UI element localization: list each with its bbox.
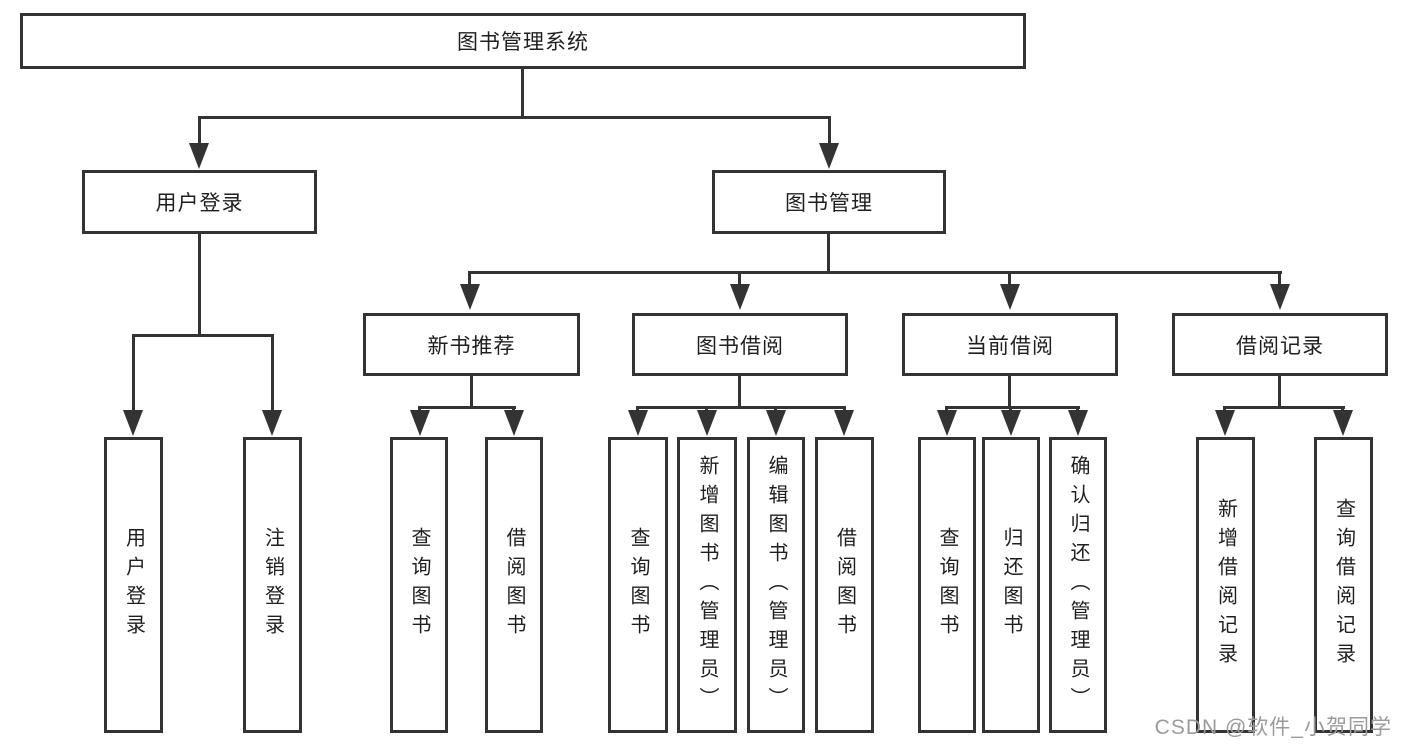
connector-line bbox=[198, 116, 831, 119]
connector-line bbox=[468, 271, 471, 289]
node-library-management-system: 图书管理系统 bbox=[20, 13, 1026, 69]
connector-line bbox=[470, 374, 473, 408]
leaf-label: 查询图书 bbox=[408, 527, 430, 643]
arrow-down-icon bbox=[1000, 284, 1020, 310]
connector-line bbox=[132, 334, 135, 414]
arrow-down-icon bbox=[937, 410, 957, 436]
leaf-label: 新增图书（管理员） bbox=[696, 454, 718, 716]
node-new-book-recommendation: 新书推荐 bbox=[363, 313, 580, 376]
connector-line bbox=[945, 406, 1080, 409]
connector-line bbox=[271, 334, 274, 414]
arrow-down-icon bbox=[504, 410, 524, 436]
arrow-down-icon bbox=[1068, 410, 1088, 436]
node-current-borrowing: 当前借阅 bbox=[902, 313, 1118, 376]
connector-line bbox=[418, 406, 516, 409]
arrow-down-icon bbox=[460, 284, 480, 310]
leaf-label: 编辑图书（管理员） bbox=[765, 454, 787, 716]
connector-line bbox=[1008, 271, 1011, 289]
leaf-label: 注销登录 bbox=[261, 527, 284, 643]
connector-line bbox=[827, 232, 830, 273]
arrow-down-icon bbox=[410, 410, 430, 436]
arrow-down-icon bbox=[730, 284, 750, 310]
arrow-down-icon bbox=[1001, 410, 1021, 436]
arrow-down-icon bbox=[834, 410, 854, 436]
connector-line bbox=[1278, 271, 1281, 289]
connector-line bbox=[198, 116, 201, 148]
leaf-confirm-return-admin: 确认归还（管理员） bbox=[1049, 437, 1107, 733]
connector-line bbox=[738, 374, 741, 408]
arrow-down-icon bbox=[628, 410, 648, 436]
leaf-add-books-admin: 新增图书（管理员） bbox=[677, 437, 737, 733]
connector-line bbox=[1223, 406, 1345, 409]
leaf-label: 用户登录 bbox=[122, 527, 145, 643]
leaf-query-books-current: 查询图书 bbox=[918, 437, 976, 733]
connector-line bbox=[1008, 374, 1011, 408]
arrow-down-icon bbox=[262, 410, 282, 436]
arrow-down-icon bbox=[766, 410, 786, 436]
leaf-label: 借阅图书 bbox=[833, 527, 856, 643]
watermark: CSDN @软件_小贺同学 bbox=[1154, 716, 1392, 739]
node-book-management: 图书管理 bbox=[712, 170, 946, 234]
connector-line bbox=[521, 69, 524, 118]
arrow-down-icon bbox=[1333, 410, 1353, 436]
leaf-label: 查询图书 bbox=[936, 527, 958, 643]
connector-line bbox=[738, 271, 741, 289]
leaf-label: 归还图书 bbox=[1000, 527, 1022, 643]
connector-line bbox=[468, 271, 1282, 274]
arrow-down-icon bbox=[123, 410, 143, 436]
leaf-query-books-recommend: 查询图书 bbox=[390, 437, 448, 733]
leaf-logout: 注销登录 bbox=[243, 437, 302, 733]
leaf-return-books: 归还图书 bbox=[982, 437, 1040, 733]
leaf-label: 查询图书 bbox=[627, 527, 649, 643]
leaf-borrow-books-borrowing: 借阅图书 bbox=[815, 437, 874, 733]
node-book-borrowing: 图书借阅 bbox=[632, 313, 848, 376]
leaf-query-books-borrowing: 查询图书 bbox=[608, 437, 668, 733]
arrow-down-icon bbox=[819, 143, 839, 169]
connector-line bbox=[198, 232, 201, 336]
connector-line bbox=[828, 116, 831, 148]
leaf-add-borrow-record: 新增借阅记录 bbox=[1196, 437, 1255, 733]
arrow-down-icon bbox=[697, 410, 717, 436]
connector-line bbox=[132, 334, 273, 337]
node-borrowing-records: 借阅记录 bbox=[1172, 313, 1388, 376]
leaf-query-borrow-record: 查询借阅记录 bbox=[1314, 437, 1373, 733]
arrow-down-icon bbox=[1270, 284, 1290, 310]
leaf-user-login: 用户登录 bbox=[104, 437, 163, 733]
leaf-label: 确认归还（管理员） bbox=[1067, 454, 1089, 716]
leaf-label: 新增借阅记录 bbox=[1214, 498, 1237, 672]
connector-line bbox=[636, 406, 846, 409]
arrow-down-icon bbox=[1215, 410, 1235, 436]
leaf-edit-books-admin: 编辑图书（管理员） bbox=[747, 437, 805, 733]
leaf-label: 借阅图书 bbox=[503, 527, 525, 643]
leaf-borrow-books-recommend: 借阅图书 bbox=[485, 437, 543, 733]
connector-line bbox=[1278, 374, 1281, 408]
arrow-down-icon bbox=[189, 143, 209, 169]
leaf-label: 查询借阅记录 bbox=[1332, 498, 1355, 672]
node-user-login: 用户登录 bbox=[82, 170, 317, 234]
